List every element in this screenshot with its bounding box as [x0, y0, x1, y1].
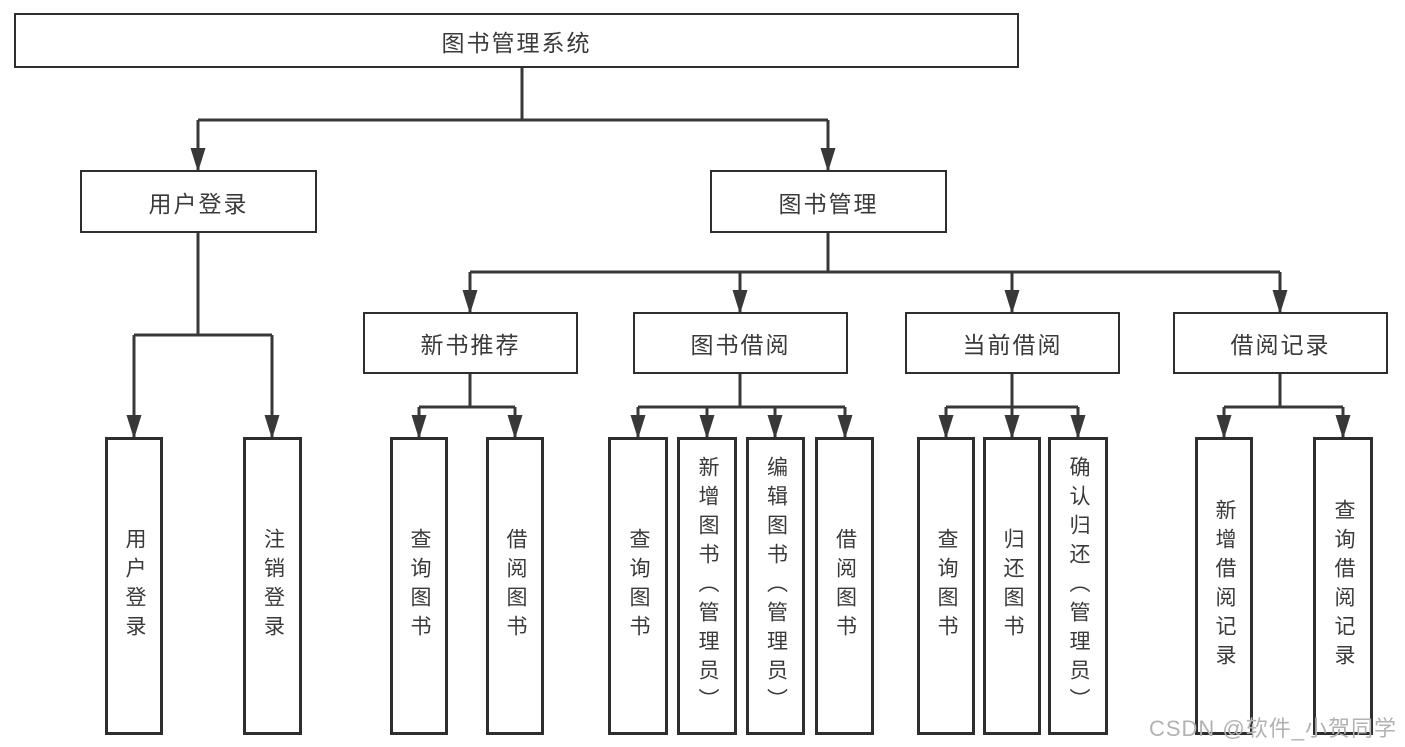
leaf-confirm-return-admin: 确认归还（管理员）: [1048, 437, 1108, 735]
arrowhead: [1070, 415, 1086, 439]
arrowhead: [1272, 290, 1288, 314]
arrowhead: [264, 415, 280, 439]
leaf-query-borrow-record: 查询借阅记录: [1313, 437, 1373, 735]
connector-book-borrow-to-leaves: [636, 374, 847, 439]
leaf-borrow-books-2: 借阅图书: [815, 437, 874, 735]
arrowhead: [462, 290, 478, 314]
node-root-system: 图书管理系统: [14, 13, 1019, 68]
node-user-login-branch: 用户登录: [80, 170, 317, 233]
connector-user-login-to-leaves: [132, 233, 274, 439]
arrowhead: [699, 415, 715, 439]
leaf-add-books-admin: 新增图书（管理员）: [677, 437, 737, 735]
node-current-borrowing: 当前借阅: [905, 312, 1120, 374]
arrowhead: [630, 415, 646, 439]
connector-book-management-to-sections: [468, 233, 1282, 314]
arrowhead: [938, 415, 954, 439]
leaf-logout: 注销登录: [243, 437, 302, 735]
arrowhead: [411, 415, 427, 439]
node-new-book-recommendation: 新书推荐: [363, 312, 578, 374]
leaf-query-books-1: 查询图书: [390, 437, 448, 735]
node-book-management-branch: 图书管理: [710, 170, 947, 233]
leaf-query-books-2: 查询图书: [608, 437, 668, 735]
leaf-query-books-3: 查询图书: [917, 437, 975, 735]
node-book-borrowing: 图书借阅: [633, 312, 848, 374]
leaf-user-login: 用户登录: [105, 437, 163, 735]
connector-borrow-records-to-leaves: [1222, 374, 1345, 439]
connector-root-to-branches: [196, 68, 830, 172]
arrowhead: [837, 415, 853, 439]
node-borrowing-records: 借阅记录: [1173, 312, 1388, 374]
arrowhead: [820, 148, 836, 172]
arrowhead: [1216, 415, 1232, 439]
connector-new-book-to-leaves: [417, 374, 517, 439]
arrowhead: [1004, 290, 1020, 314]
arrowhead: [1335, 415, 1351, 439]
arrowhead: [190, 148, 206, 172]
arrowhead: [507, 415, 523, 439]
arrowhead: [732, 290, 748, 314]
arrowhead: [126, 415, 142, 439]
csdn-watermark: CSDN @软件_小贺同学: [1148, 716, 1397, 741]
leaf-edit-books-admin: 编辑图书（管理员）: [746, 437, 805, 735]
arrowhead: [767, 415, 783, 439]
arrowhead: [1004, 415, 1020, 439]
leaf-add-borrow-record: 新增借阅记录: [1195, 437, 1253, 735]
connector-current-borrow-to-leaves: [944, 374, 1080, 439]
leaf-return-books: 归还图书: [983, 437, 1041, 735]
leaf-borrow-books-1: 借阅图书: [486, 437, 544, 735]
